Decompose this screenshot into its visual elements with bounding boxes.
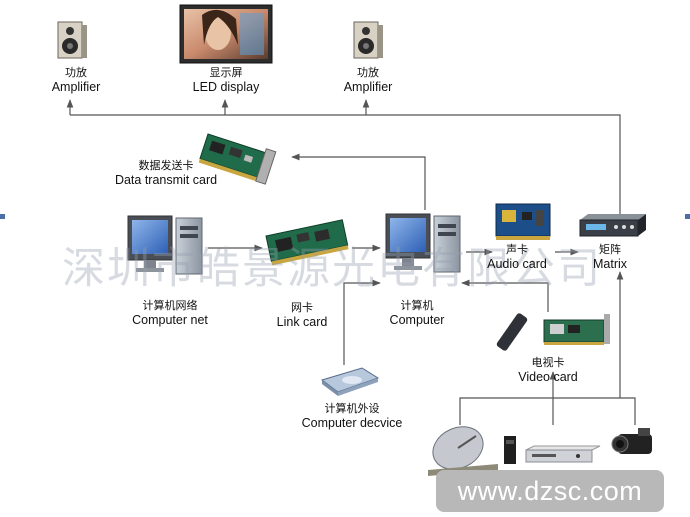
audio-card-icon xyxy=(495,203,551,240)
label-video-card: 电视卡 Video card xyxy=(518,356,578,384)
data-transmit-card-icon xyxy=(198,133,277,185)
source-bus-line xyxy=(459,397,636,425)
video-card-icon xyxy=(496,313,610,351)
label-data-transmit-card: 数据发送卡 Data transmit card xyxy=(115,159,217,187)
label-computer-device-en: Computer decvice xyxy=(301,416,403,430)
label-amplifier-right-en: Amplifier xyxy=(343,80,393,94)
label-led-display-cn: 显示屏 xyxy=(209,66,243,79)
label-link-card: 网卡 Link card xyxy=(277,301,328,329)
label-computer-en: Computer xyxy=(389,313,445,327)
label-matrix-cn: 矩阵 xyxy=(599,243,621,256)
label-matrix-en: Matrix xyxy=(592,257,628,271)
label-computer-device: 计算机外设 Computer decvice xyxy=(302,402,403,430)
computer-net-icon xyxy=(127,215,203,275)
edge-marker-left xyxy=(0,214,5,219)
top-bus-line xyxy=(70,114,621,218)
receiver-icon xyxy=(504,436,516,464)
amplifier-right-icon xyxy=(353,21,383,59)
satellite-dish-icon xyxy=(428,426,498,476)
label-led-display: 显示屏 LED display xyxy=(193,66,260,94)
connection-lines xyxy=(66,99,636,425)
label-audio-card: 声卡 Audio card xyxy=(487,243,547,271)
matrix-icon xyxy=(579,214,646,237)
site-watermark-badge: www.dzsc.com xyxy=(436,470,664,512)
label-computer-net-cn: 计算机网络 xyxy=(142,299,198,312)
led-display-icon xyxy=(179,4,273,64)
computer-peripheral-icon xyxy=(320,367,380,396)
label-computer-net-en: Computer net xyxy=(132,313,208,327)
label-data-transmit-card-en: Data transmit card xyxy=(114,173,218,187)
label-link-card-cn: 网卡 xyxy=(290,301,313,314)
label-amplifier-right-cn: 功放 xyxy=(357,66,379,79)
label-computer: 计算机 Computer xyxy=(390,299,445,327)
label-amplifier-left: 功放 Amplifier xyxy=(52,66,101,94)
label-computer-net: 计算机网络 Computer net xyxy=(132,299,208,327)
line-computer-to-transmit xyxy=(291,153,426,210)
label-audio-card-en: Audio card xyxy=(487,257,547,271)
label-computer-device-cn: 计算机外设 xyxy=(324,402,380,415)
label-video-card-cn: 电视卡 xyxy=(531,356,565,369)
label-audio-card-cn: 声卡 xyxy=(505,243,528,256)
line-video-to-computer xyxy=(461,279,549,312)
camcorder-icon xyxy=(611,428,652,454)
label-video-card-en: Video card xyxy=(518,370,578,384)
dvd-player-icon xyxy=(525,445,601,463)
label-matrix: 矩阵 Matrix xyxy=(593,243,627,271)
label-amplifier-left-en: Amplifier xyxy=(51,80,101,94)
label-data-transmit-card-cn: 数据发送卡 xyxy=(138,159,194,172)
line-peripheral-to-computer xyxy=(343,279,381,365)
edge-marker-right xyxy=(685,214,690,219)
label-amplifier-right: 功放 Amplifier xyxy=(344,66,393,94)
label-amplifier-left-cn: 功放 xyxy=(65,66,87,79)
label-link-card-en: Link card xyxy=(276,315,328,329)
label-computer-cn: 计算机 xyxy=(400,299,434,312)
computer-icon xyxy=(385,213,461,273)
amplifier-left-icon xyxy=(57,21,87,59)
label-led-display-en: LED display xyxy=(192,80,260,94)
link-card-icon xyxy=(265,219,349,266)
